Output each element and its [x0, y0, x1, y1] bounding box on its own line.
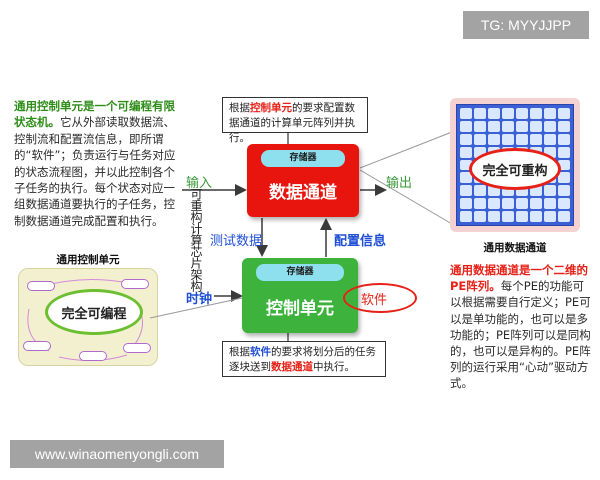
state-node [27, 281, 55, 291]
pe-cell [516, 133, 528, 145]
architecture-vertical-label: 可重构计算芯片架构 [189, 188, 203, 292]
pe-cell [460, 159, 472, 171]
control-dispatch-callout: 根据软件的要求将划分后的任务逐块送到数据通道中执行。 [222, 341, 386, 377]
control-unit-box: 存储器 控制单元 [242, 258, 358, 333]
pe-cell [474, 120, 486, 132]
pe-cell [558, 146, 570, 158]
pe-cell [474, 185, 486, 197]
clock-label: 时钟 [186, 292, 213, 307]
state-node [23, 341, 51, 351]
datapath-title: 数据通道 [269, 183, 337, 203]
callout-bottom-mid: 的要求将划分后的任务逐块送到 [229, 346, 376, 373]
test-data-label: 测试数据 [210, 234, 263, 249]
pe-cell [516, 211, 528, 222]
pe-cell [558, 120, 570, 132]
datapath-box: 存储器 数据通道 [247, 144, 359, 217]
datapath-description: 通用数据通道是一个二维的PE阵列。每个PE的功能可以根据需要自行定义；PE可以是… [450, 262, 594, 392]
watermark-bottom: www.winaomenyongli.com [10, 440, 224, 468]
software-label: 软件 [361, 293, 388, 308]
pe-cell [460, 172, 472, 184]
pe-cell [488, 211, 500, 222]
pe-cell [516, 185, 528, 197]
pe-cell [544, 120, 556, 132]
pe-cell [544, 211, 556, 222]
state-node [79, 351, 107, 361]
software-ellipse [343, 283, 417, 313]
pe-cell [474, 211, 486, 222]
output-label: 输出 [386, 176, 413, 191]
pe-cell [558, 172, 570, 184]
callout-top-pre: 根据 [229, 102, 250, 114]
pe-cell [558, 198, 570, 210]
pe-cell [544, 146, 556, 158]
pe-cell [544, 108, 556, 119]
pe-cell [474, 146, 486, 158]
pe-cell [530, 211, 542, 222]
control-unit-description-highlight: 通用控制单元是一个可编程有限状态机。 [14, 99, 175, 130]
pe-cell [460, 133, 472, 145]
callout-top-keyword: 控制单元 [250, 102, 292, 114]
control-memory-label: 存储器 [256, 264, 344, 281]
pe-cell [558, 108, 570, 119]
pe-cell [488, 120, 500, 132]
pe-cell [460, 120, 472, 132]
pe-cell [544, 185, 556, 197]
pe-cell [460, 198, 472, 210]
pe-cell [558, 159, 570, 171]
pe-panel-caption: 通用数据通道 [483, 242, 547, 254]
pe-cell [516, 198, 528, 210]
pe-cell [474, 108, 486, 119]
pe-cell [502, 120, 514, 132]
callout-bottom-keyword-software: 软件 [250, 346, 271, 358]
pe-cell [530, 185, 542, 197]
datapath-config-callout: 根据控制单元的要求配置数据通道的计算单元阵列并执行。 [222, 97, 368, 144]
state-node [121, 279, 149, 289]
callout-bottom-keyword-datapath: 数据通道 [271, 361, 313, 373]
state-node [123, 343, 151, 353]
watermark-top: TG: MYYJJPP [463, 11, 589, 39]
pe-cell [530, 108, 542, 119]
pe-cell [460, 146, 472, 158]
pe-cell [502, 185, 514, 197]
callout-top-post: 的要求配置数据通道的计算单元阵列并执行。 [229, 102, 355, 144]
fully-programmable-ellipse: 完全可编程 [45, 289, 143, 335]
pe-cell [488, 108, 500, 119]
pe-cell [544, 133, 556, 145]
pe-cell [502, 108, 514, 119]
pe-cell [460, 185, 472, 197]
pe-cell [516, 108, 528, 119]
control-unit-panel-caption: 通用控制单元 [56, 254, 120, 266]
datapath-description-highlight: 通用数据通道是一个二维的PE阵列。 [450, 263, 588, 294]
pe-cell [474, 198, 486, 210]
pe-cell [488, 133, 500, 145]
pe-cell [474, 133, 486, 145]
pe-cell [502, 198, 514, 210]
pe-cell [488, 185, 500, 197]
datapath-memory-label: 存储器 [261, 150, 345, 167]
control-unit-panel: 完全可编程 [18, 268, 158, 366]
pe-cell [530, 120, 542, 132]
fully-reconfigurable-ellipse: 完全可重构 [469, 148, 561, 190]
pe-cell [530, 198, 542, 210]
input-label: 输入 [186, 176, 213, 191]
control-unit-description: 通用控制单元是一个可编程有限状态机。它从外部读取数据流、控制流和配置流信息，即所… [14, 98, 176, 229]
pe-cell [502, 133, 514, 145]
control-unit-description-body: 它从外部读取数据流、控制流和配置流信息，即所谓的“软件”；负责运行与任务对应的状… [14, 115, 176, 228]
pe-cell [558, 211, 570, 222]
pe-cell [516, 120, 528, 132]
pe-cell [488, 198, 500, 210]
config-info-label: 配置信息 [334, 234, 387, 249]
datapath-description-body: 每个PE的功能可以根据需要自行定义；PE可以是单功能的，也可以是多功能的；PE阵… [450, 279, 591, 391]
callout-bottom-pre: 根据 [229, 346, 250, 358]
pe-cell [460, 211, 472, 222]
callout-bottom-post: 中执行。 [313, 361, 355, 373]
pe-cell [502, 211, 514, 222]
pe-cell [558, 133, 570, 145]
control-unit-title: 控制单元 [266, 299, 334, 319]
pe-cell [530, 133, 542, 145]
pe-cell [558, 185, 570, 197]
pe-cell [544, 198, 556, 210]
pe-cell [460, 108, 472, 119]
